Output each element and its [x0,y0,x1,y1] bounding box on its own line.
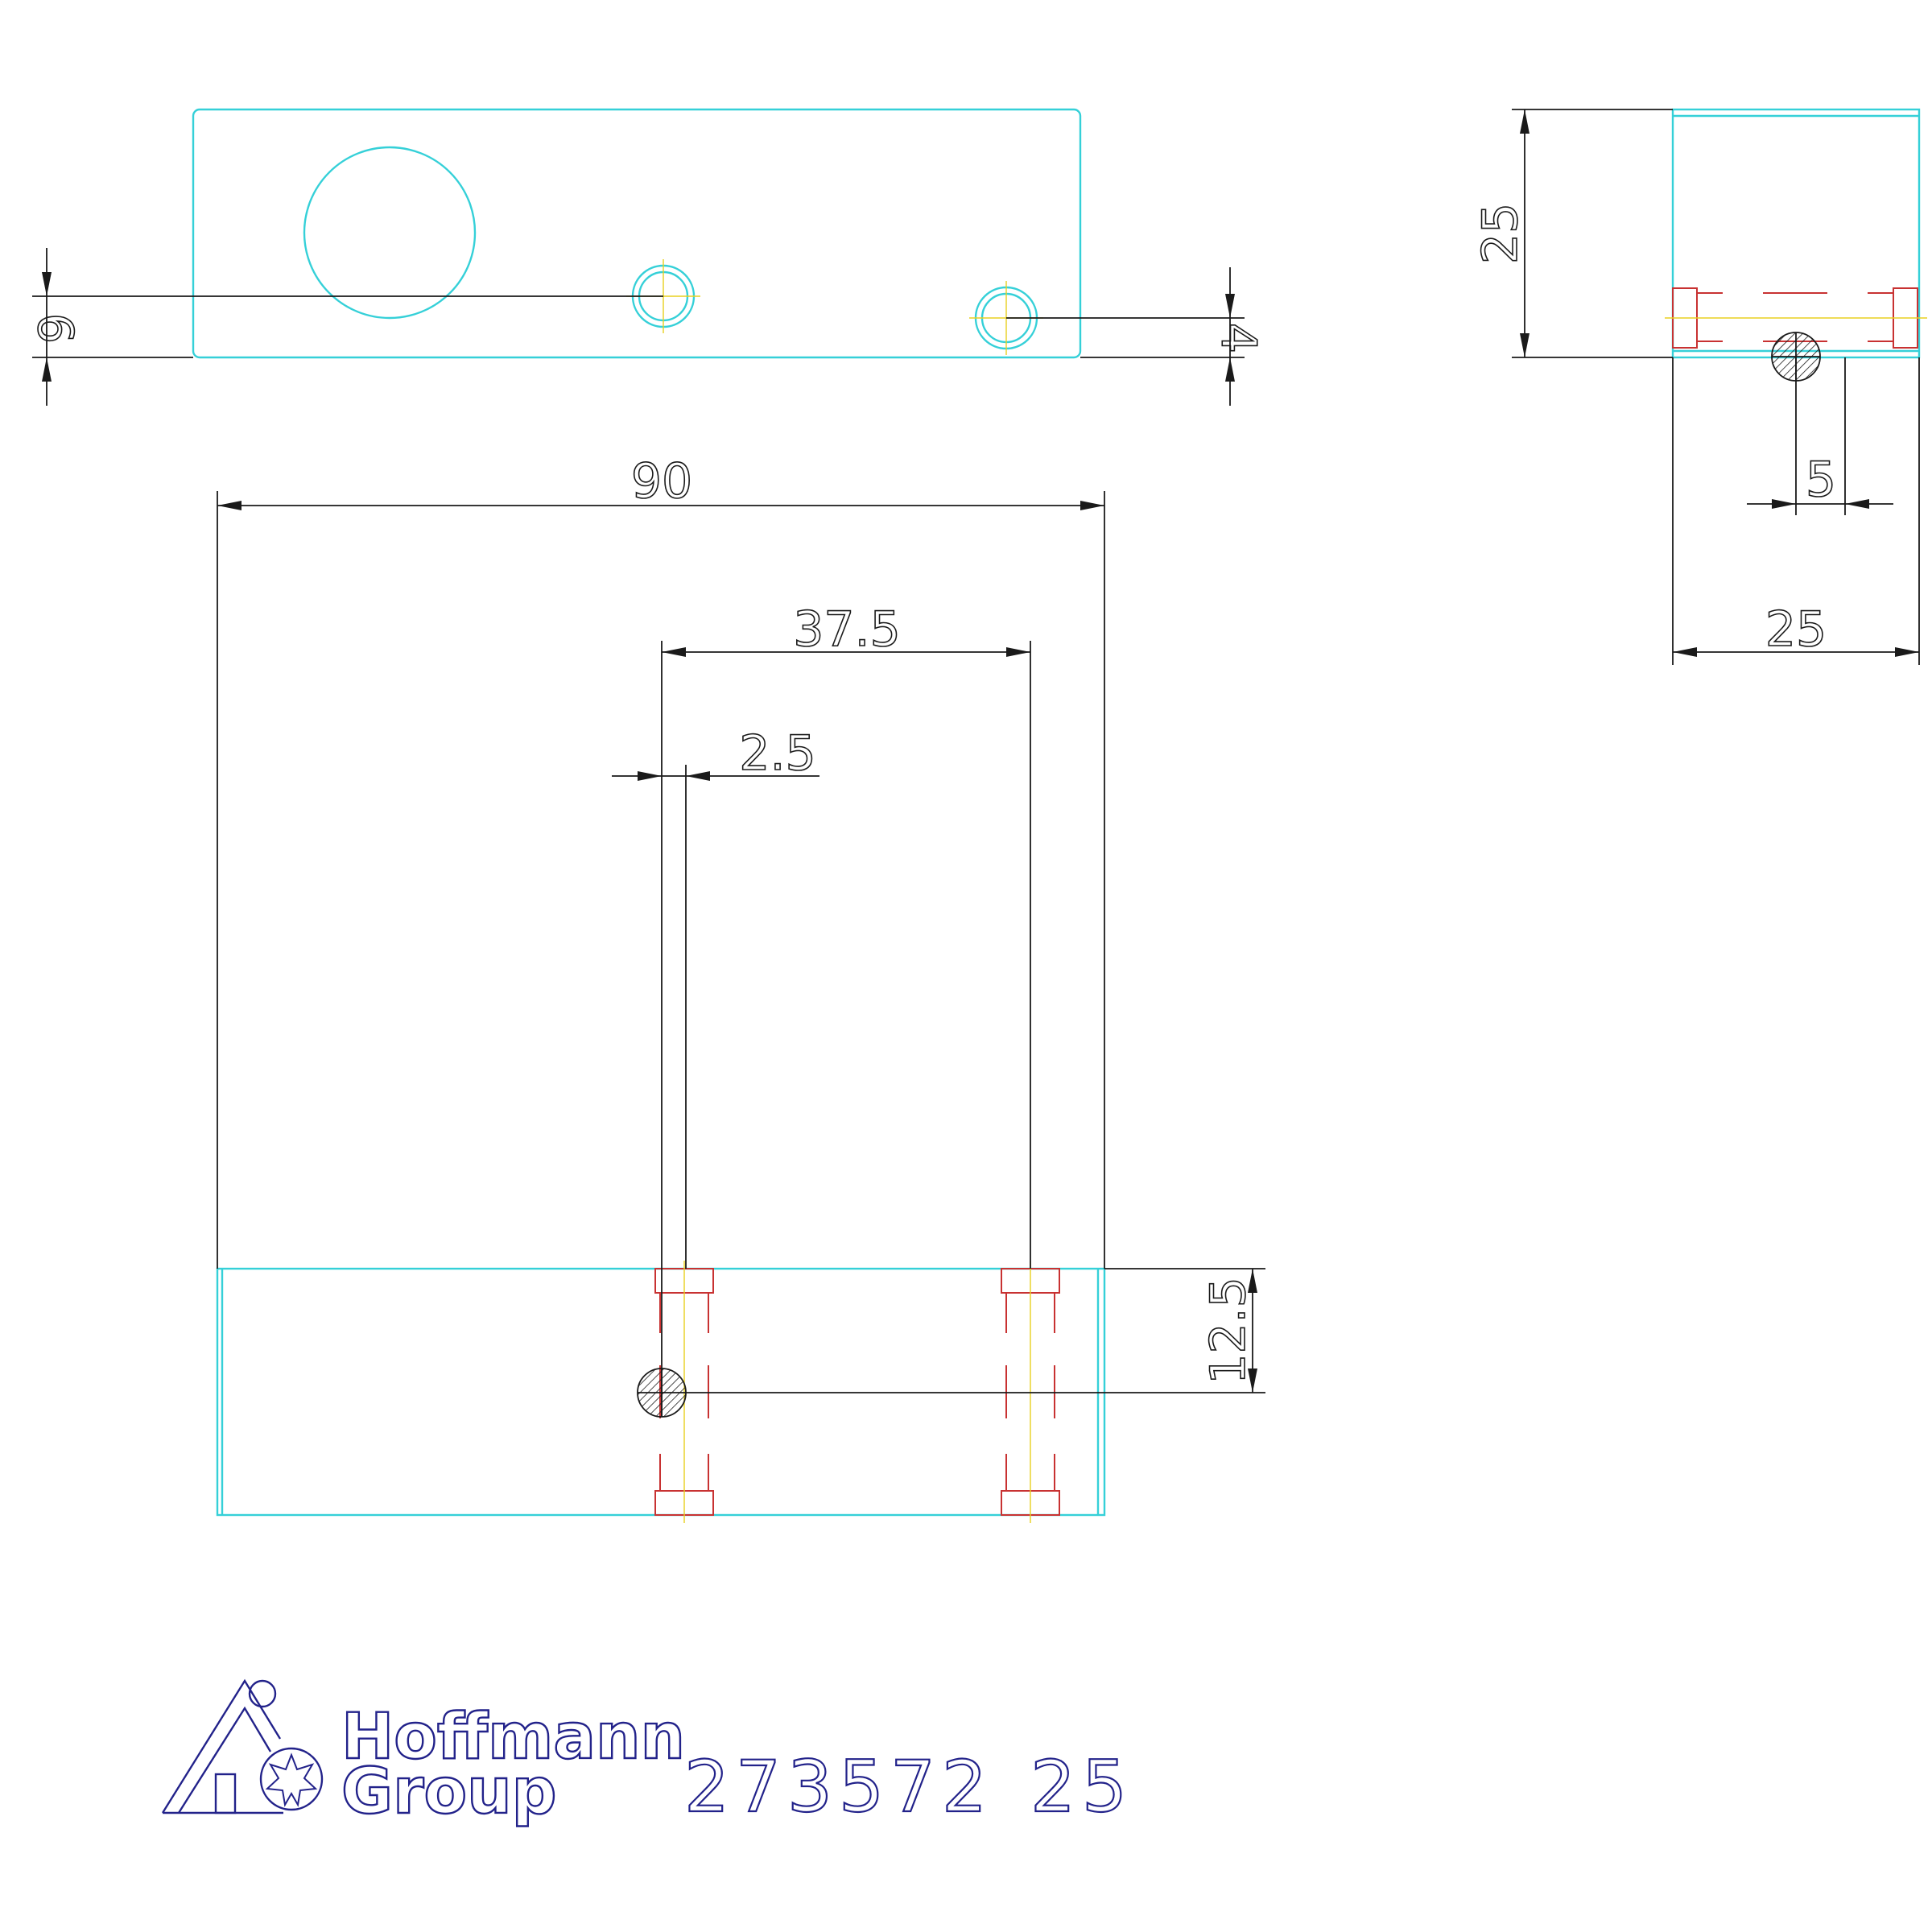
dimension-37-5: 37.5 [661,601,1031,1417]
hoffmann-group-logo: Hoffmann Group [161,1678,686,1829]
dim-label-90: 90 [631,453,692,510]
dim-label-5: 5 [1806,452,1836,508]
logo-text-group: Group [341,1756,556,1828]
part-number: 273572 [684,1745,993,1828]
dimension-2-5: 2.5 [612,724,819,1269]
dimension-12-5: 12.5 [686,1268,1265,1393]
dimension-25-width: 25 [1672,357,1920,665]
logo-text-hoffmann: Hoffmann [341,1701,685,1773]
dimension-4: 4 [1006,267,1267,406]
part-size: 25 [1030,1745,1133,1828]
dim-label-2-5: 2.5 [739,725,815,782]
dim-label-4: 4 [1210,323,1266,353]
dim-label-25-height: 25 [1472,203,1529,264]
dimension-6: 6 [26,248,663,406]
dim-label-37-5: 37.5 [793,601,901,658]
dimension-90: 90 [217,452,1105,1269]
dimension-5: 5 [1747,357,1893,515]
side-view [1665,108,1927,382]
plan-view [216,1261,1106,1523]
dim-label-25-width: 25 [1765,601,1827,658]
dimension-25-height: 25 [1472,109,1673,358]
dim-label-6: 6 [27,313,83,344]
dim-label-12-5: 12.5 [1200,1277,1257,1385]
front-view [192,108,1082,359]
